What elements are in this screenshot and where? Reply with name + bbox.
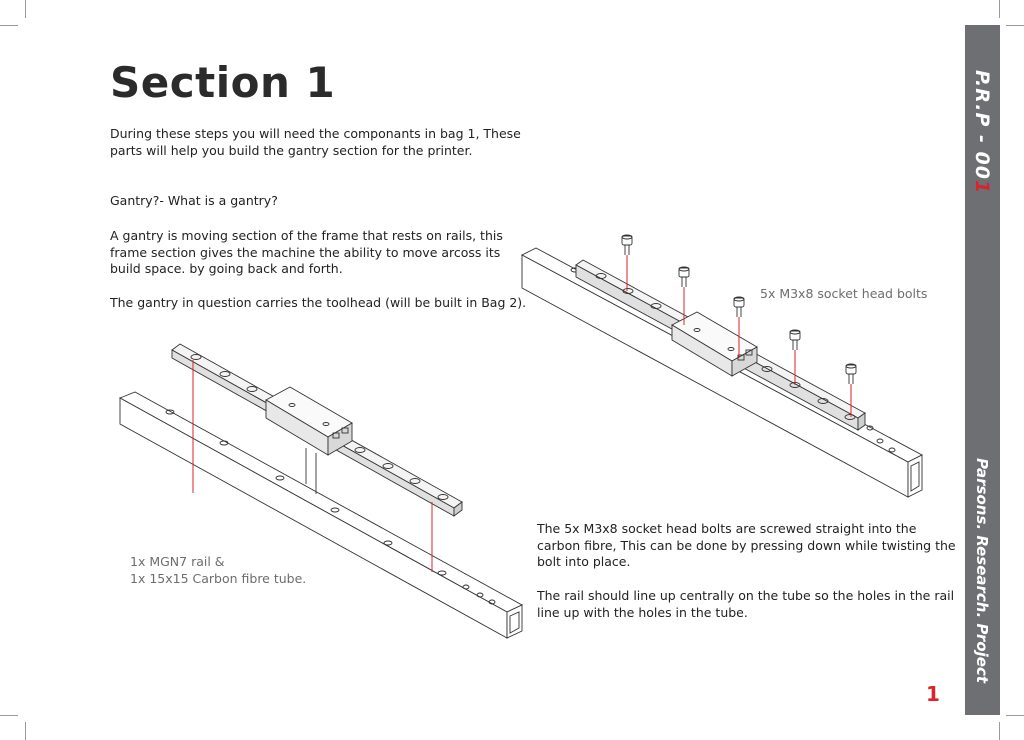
carriage-block-right xyxy=(671,311,758,377)
carriage-block-left xyxy=(265,386,353,456)
gantry-definition: A gantry is moving section of the frame … xyxy=(110,228,503,276)
rail-instruction: The rail should line up centrally on the… xyxy=(537,588,955,620)
page-number: 1 xyxy=(926,682,940,706)
page-title: Section 1 xyxy=(110,58,336,107)
rail-callout-line-1: 1x MGN7 rail & xyxy=(130,554,225,569)
socket-head-bolt xyxy=(845,363,857,384)
toolhead-note: The gantry in question carries the toolh… xyxy=(110,295,527,310)
crop-mark xyxy=(999,0,1000,18)
crop-mark xyxy=(999,722,1000,740)
bolts-instruction: The 5x M3x8 socket head bolts are screwe… xyxy=(537,521,956,569)
crop-mark xyxy=(0,715,18,716)
socket-head-bolt xyxy=(621,234,633,255)
crop-mark xyxy=(1006,715,1024,716)
socket-head-bolt xyxy=(678,266,690,287)
gantry-question: Gantry?- What is a gantry? xyxy=(110,193,278,208)
crop-mark xyxy=(25,0,26,18)
intro-paragraph: During these steps you will need the com… xyxy=(110,126,521,158)
crop-mark xyxy=(1006,25,1024,26)
carbon-tube-left xyxy=(118,391,523,639)
carbon-tube-right xyxy=(521,247,923,498)
sidebar-band xyxy=(965,25,1000,715)
rail-callout-line-2: 1x 15x15 Carbon fibre tube. xyxy=(130,571,307,586)
crop-mark xyxy=(25,722,26,740)
bolts-callout: 5x M3x8 socket head bolts xyxy=(760,286,928,301)
crop-mark xyxy=(0,25,18,26)
project-code: P.R.P - 001 xyxy=(971,70,993,195)
socket-head-bolt xyxy=(733,296,745,317)
project-name: Parsons. Research. Project xyxy=(973,458,991,684)
socket-head-bolt xyxy=(789,329,801,350)
